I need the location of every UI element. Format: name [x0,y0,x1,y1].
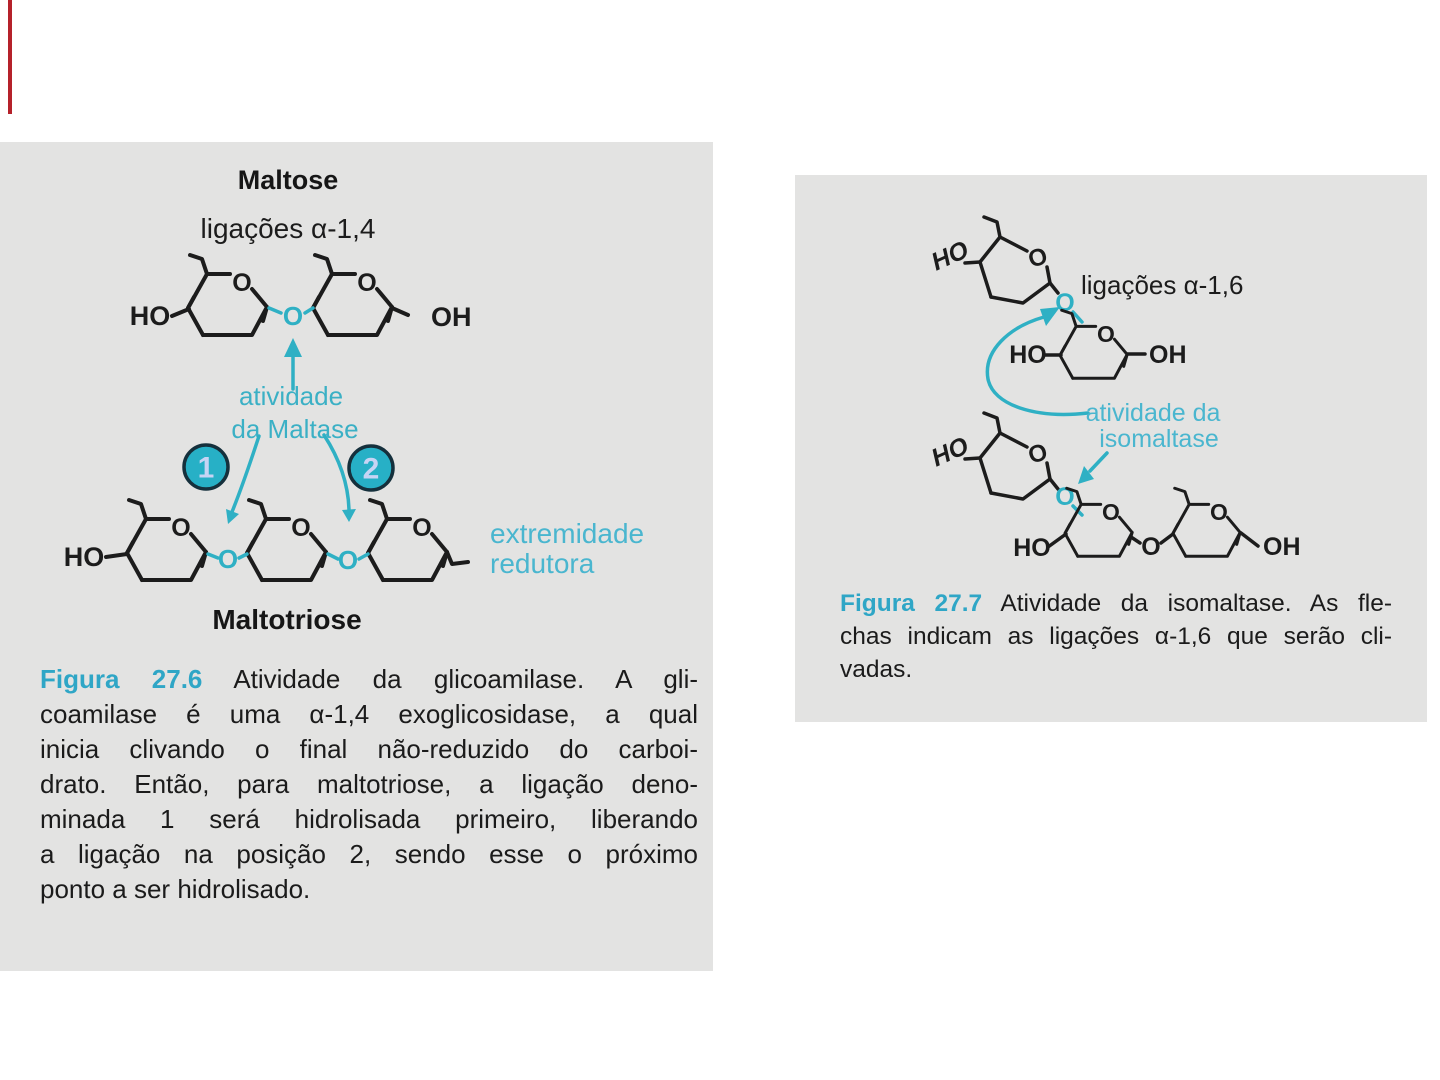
hydroxyl-label: HO [64,542,105,572]
hydroxyl-label: HO [927,431,973,472]
reducing-end-bond [445,550,470,566]
ho-bond [1046,532,1068,549]
ho-bond [104,552,129,559]
caption-text: coamilase é uma α-1,4 exoglicosidase, a … [40,699,698,729]
figure-panel-27-7: O O HO O ligações α-1,6 HO OH [795,175,1427,722]
glycosidic-bond [237,552,249,560]
cleavage-arrowhead-2 [342,509,356,522]
caption-figure-label: Figura 27.6 [40,664,203,694]
isomaltase-activity-label-1: atividade da [1086,399,1221,427]
hydroxyl-label: OH [431,302,472,332]
maltotriose-title: Maltotriose [212,604,361,635]
caption-figure-label: Figura 27.7 [840,590,983,617]
figure-27-6-caption: Figura 27.6 Atividade da glicoamilase. A… [40,662,698,907]
caption-text: inicia clivando o final não-reduzido do … [40,734,698,764]
hydroxyl-label: HO [1009,341,1047,369]
pyranose-ring [125,498,208,582]
cleavage-arrowhead-1 [226,509,239,524]
caption-text: vadas. [840,656,913,683]
alpha-16-bond-label: ligações α-1,6 [1081,270,1243,300]
oh-bond [390,306,410,317]
glycosidic-bond [303,306,315,315]
linkage-bond [1129,535,1142,545]
figure-panel-27-6: O Maltose ligações α-1,4 HO O OH ativida… [0,142,713,971]
pyranose-ring [366,498,449,582]
glucoamylase-diagram: O Maltose ligações α-1,4 HO O OH ativida… [64,165,644,635]
maltase-activity-label-2: da Maltase [231,414,358,444]
caption-text: ponto a ser hidrolisado. [40,874,311,904]
bond-site-number-2: 2 [363,453,380,486]
glycosidic-bond [1071,310,1084,324]
isomaltase-diagram: O O HO O ligações α-1,6 HO OH [927,215,1301,562]
hydroxyl-label: OH [1149,341,1187,369]
hydroxyl-label: HO [130,301,171,331]
glycosidic-oxygen-label: O [1055,289,1074,317]
isomaltase-activity-label-2: isomaltase [1099,425,1219,453]
cleavage-arrow-1 [230,434,261,514]
hydroxyl-label: HO [927,235,973,276]
maltase-activity-label-1: atividade [239,381,343,411]
maltose-title: Maltose [238,165,339,195]
alpha-14-bond-label: ligações α-1,4 [201,213,376,244]
glycosidic-bond [267,306,283,315]
caption-text: Atividade da glicoamilase. A gli- [202,664,698,694]
glycosidic-oxygen-label: O [283,301,303,331]
caption-text: Atividade da isomaltase. As fle- [982,590,1392,617]
linkage-oxygen-label: O [1141,533,1160,561]
pyranose-ring-tilted [963,215,1060,305]
reducing-end-label-2: redutora [490,548,595,579]
glycosidic-oxygen-label: O [338,545,358,575]
red-scan-mark [8,0,12,114]
linkage-bond [1159,532,1175,545]
pyranose-ring-tilted [963,411,1060,501]
glycosidic-bond [206,552,220,560]
bond-site-marker-1 [182,443,230,491]
reducing-end-label-1: extremidade [490,518,644,549]
glycosidic-oxygen-label: O [218,544,238,574]
hydroxyl-label: OH [1263,533,1301,561]
cleavage-arrow-2 [322,433,351,512]
bond-site-marker-2 [347,444,395,492]
caption-text: drato. Então, para maltotriose, a ligaçã… [40,769,698,799]
pyranose-ring [245,498,328,582]
ho-bond [170,307,191,318]
pyranose-ring [1171,486,1242,558]
glycosidic-bond [326,552,340,561]
pyranose-ring [1058,308,1129,380]
bond-site-number-1: 1 [198,452,215,485]
isomaltase-arc-arrowhead [1040,307,1060,326]
isomaltase-arrow [1088,451,1109,473]
caption-text: a ligação na posição 2, sendo esse o pró… [40,839,698,869]
pyranose-ring [1063,486,1134,558]
caption-text: chas indicam as ligações α-1,6 que serão… [840,623,1392,650]
hydroxyl-label: HO [1013,534,1051,562]
figure-27-7-caption: Figura 27.7 Atividade da isomaltase. As … [840,587,1392,686]
maltase-arrowhead [284,338,302,357]
pyranose-ring [186,253,269,337]
caption-text: minada 1 será hidrolisada primeiro, libe… [40,804,698,834]
glycosidic-bond [357,552,370,561]
oh-bond [1239,531,1260,548]
isomaltase-arc-arrow [985,315,1090,417]
isomaltase-arrowhead [1078,466,1094,484]
pyranose-ring [311,253,394,337]
